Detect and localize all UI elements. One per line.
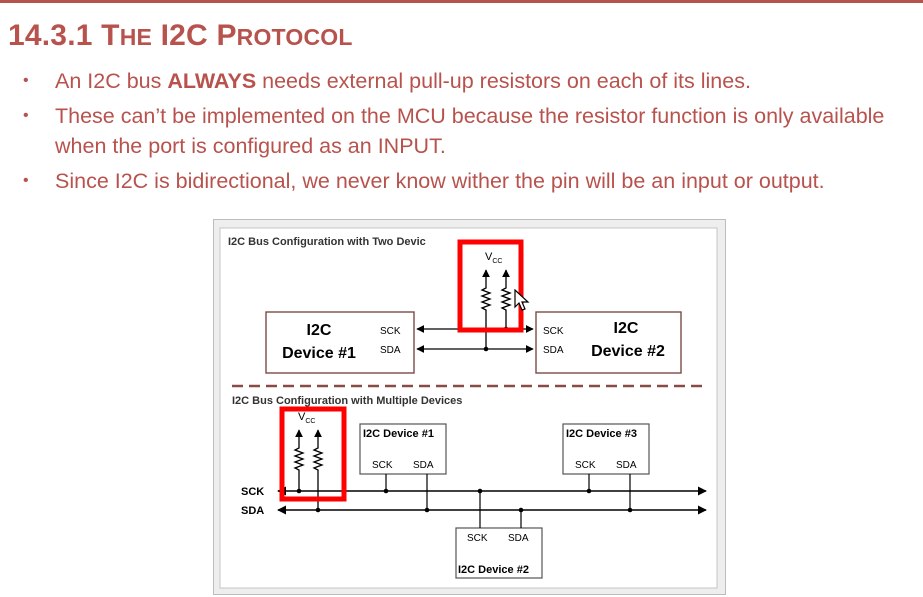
- bottom-device1-name: I2C Device #1: [363, 428, 434, 440]
- bus-sda-label: SDA: [241, 505, 264, 517]
- bottom-device3-name: I2C Device #3: [566, 428, 637, 440]
- top-device2-sck: SCK: [543, 326, 564, 337]
- top-device2-line2: Device #2: [591, 343, 665, 360]
- bullet-item-mcu: •These can’t be implemented on the MCU b…: [20, 101, 915, 161]
- bus-sck-label: SCK: [241, 486, 264, 498]
- bottom-device3-sck: SCK: [575, 460, 596, 471]
- emphasis-always: ALWAYS: [167, 69, 257, 93]
- title-word-protocol: PROTOCOL: [216, 19, 353, 52]
- top-device2-sda: SDA: [543, 345, 564, 356]
- title-rule: [0, 0, 923, 3]
- mouse-pointer-icon: [514, 289, 530, 311]
- bottom-device2-box: [455, 527, 543, 579]
- top-device2-line1: I2C: [614, 320, 639, 337]
- bottom-section-heading: I2C Bus Configuration with Multiple Devi…: [232, 395, 462, 407]
- top-sda-junction: [483, 346, 489, 352]
- bottom-device1-sck: SCK: [372, 460, 393, 471]
- bottom-bus-lines: [277, 486, 707, 515]
- top-device1-sck: SCK: [380, 326, 401, 337]
- bullet-list: •An I2C bus ALWAYS needs external pull-u…: [20, 66, 915, 201]
- top-section-heading: I2C Bus Configuration with Two Devic: [228, 236, 426, 248]
- slide-title: 14.3.1 THE I2C PROTOCOL: [8, 16, 353, 57]
- bottom-device1-sda: SDA: [413, 460, 434, 471]
- bullet-dot-icon: •: [23, 172, 29, 189]
- top-device1-line1: I2C: [307, 322, 332, 339]
- top-device1-box: [265, 311, 415, 374]
- svg-text:VCC: VCC: [485, 251, 502, 265]
- device-tap-lines: [385, 474, 631, 528]
- bottom-device3-box: [562, 423, 650, 475]
- title-word-i2c: I2C: [160, 19, 208, 52]
- bottom-device3-sda: SDA: [616, 460, 637, 471]
- bottom-vcc-label: VCC: [298, 411, 315, 425]
- top-highlight-box: [457, 239, 524, 333]
- top-device1-sda: SDA: [380, 345, 401, 356]
- bottom-device1-box: [359, 423, 447, 475]
- i2c-bus-diagram: I2C Bus Configuration with Two Devic VCC…: [213, 219, 726, 595]
- top-device2-box: [535, 311, 682, 374]
- title-word-the: THE: [101, 19, 153, 52]
- bottom-device2-sda: SDA: [508, 533, 529, 544]
- svg-text:VCC: VCC: [298, 411, 315, 425]
- bullet-item-bidirectional: •Since I2C is bidirectional, we never kn…: [20, 166, 915, 196]
- bottom-highlight-box: [279, 406, 347, 502]
- bottom-device2-sck: SCK: [467, 533, 488, 544]
- bus-junctions: [296, 488, 633, 513]
- top-vcc-label: VCC: [485, 251, 502, 265]
- bottom-pullup-resistors: [293, 429, 324, 510]
- top-pullup-resistors: [480, 269, 512, 330]
- i2c-diagram-svg: I2C Bus Configuration with Two Devic VCC…: [219, 227, 718, 589]
- top-device1-line2: Device #1: [282, 345, 356, 362]
- bullet-item-pullup: •An I2C bus ALWAYS needs external pull-u…: [20, 66, 915, 96]
- title-number: 14.3.1: [8, 19, 93, 52]
- bullet-dot-icon: •: [23, 107, 29, 124]
- bottom-device2-name: I2C Device #2: [458, 564, 529, 576]
- bullet-dot-icon: •: [23, 72, 29, 89]
